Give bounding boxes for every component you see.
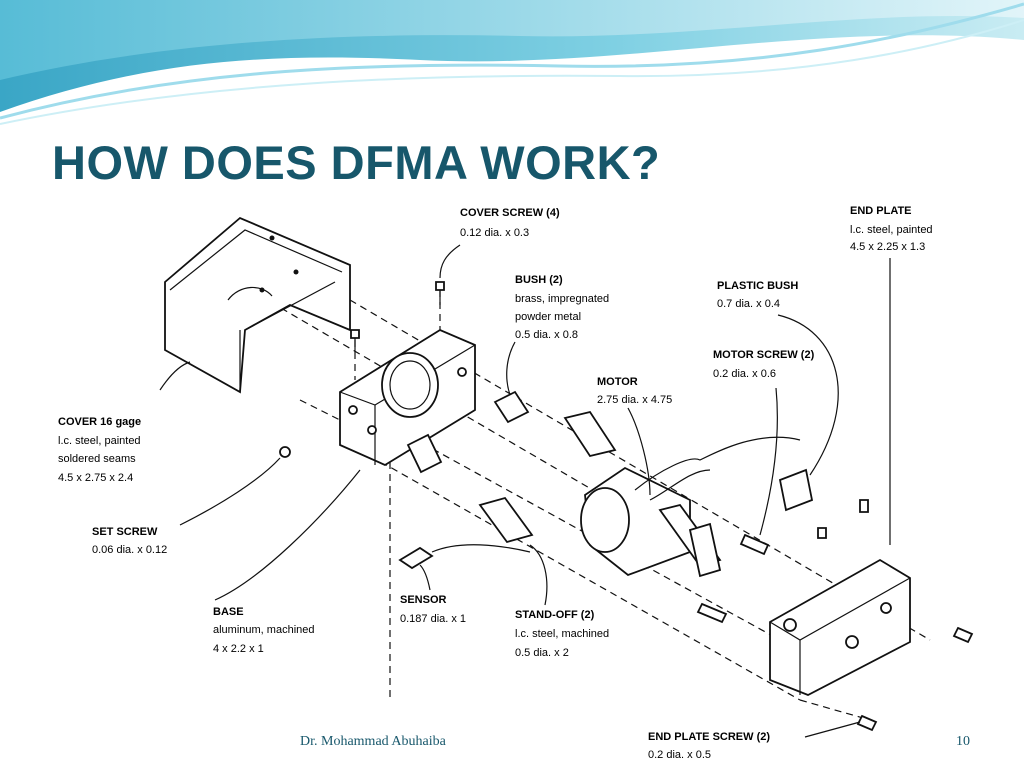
footer-author: Dr. Mohammad Abuhaiba [300, 734, 446, 749]
label-set-screw-line-2: 0.06 dia. x 0.12 [92, 544, 167, 556]
end-plate-part [769, 558, 911, 696]
label-set-screw: SET SCREW 0.06 dia. x 0.12 [92, 526, 167, 556]
label-cover-screw-line-1: COVER SCREW (4) [460, 207, 560, 219]
label-sensor-line-2: 0.187 dia. x 1 [400, 613, 466, 625]
motor-screw-parts [696, 533, 770, 624]
label-standoff: STAND-OFF (2) l.c. steel, machined 0.5 d… [515, 609, 609, 659]
label-motor-screw-line-1: MOTOR SCREW (2) [713, 349, 815, 361]
label-standoff-line-1: STAND-OFF (2) [515, 609, 595, 621]
label-base-line-1: BASE [213, 606, 244, 618]
label-bush-line-4: 0.5 dia. x 0.8 [515, 329, 578, 341]
label-end-plate-line-2: l.c. steel, painted [850, 224, 933, 236]
bush-parts [406, 390, 530, 474]
label-sensor-line-1: SENSOR [400, 594, 447, 606]
label-bush-line-2: brass, impregnated [515, 293, 609, 305]
motor-part [580, 436, 801, 578]
cover-part [164, 216, 351, 394]
label-standoff-line-2: l.c. steel, machined [515, 628, 609, 640]
label-end-plate-line-3: 4.5 x 2.25 x 1.3 [850, 241, 925, 253]
label-end-plate: END PLATE l.c. steel, painted 4.5 x 2.25… [850, 205, 933, 253]
label-set-screw-line-1: SET SCREW [92, 526, 158, 538]
label-bush: BUSH (2) brass, impregnated powder metal… [515, 274, 609, 341]
slide-title: HOW DOES DFMA WORK? [52, 136, 661, 189]
label-standoff-line-3: 0.5 dia. x 2 [515, 647, 569, 659]
label-motor-screw-line-2: 0.2 dia. x 0.6 [713, 368, 776, 380]
label-base-line-3: 4 x 2.2 x 1 [213, 643, 264, 655]
label-cover-line-1: COVER 16 gage [58, 416, 141, 428]
label-cover: COVER 16 gage l.c. steel, painted solder… [58, 416, 141, 484]
label-base-line-2: aluminum, machined [213, 624, 315, 636]
dfma-exploded-assembly-diagram: COVER SCREW (4) 0.12 dia. x 0.3 END PLAT… [58, 205, 974, 761]
page-number: 10 [956, 734, 970, 749]
leader-lines [159, 244, 891, 738]
label-cover-screw-line-2: 0.12 dia. x 0.3 [460, 227, 529, 239]
label-cover-screw: COVER SCREW (4) 0.12 dia. x 0.3 [460, 207, 560, 239]
base-part [339, 328, 476, 467]
label-motor-screw: MOTOR SCREW (2) 0.2 dia. x 0.6 [713, 349, 815, 380]
label-plastic-bush-line-1: PLASTIC BUSH [717, 280, 798, 292]
label-end-plate-screw: END PLATE SCREW (2) 0.2 dia. x 0.5 [648, 731, 770, 761]
plastic-bush-part [778, 468, 814, 512]
label-end-plate-screw-line-1: END PLATE SCREW (2) [648, 731, 770, 743]
sensor-part [398, 546, 434, 570]
set-screw-part [279, 446, 291, 458]
end-plate-screw-parts [817, 499, 974, 732]
label-bush-line-3: powder metal [515, 311, 581, 323]
label-cover-line-4: 4.5 x 2.75 x 2.4 [58, 472, 133, 484]
label-cover-line-2: l.c. steel, painted [58, 435, 141, 447]
cover-screw-parts [350, 281, 445, 352]
label-plastic-bush-line-2: 0.7 dia. x 0.4 [717, 298, 780, 310]
label-plastic-bush: PLASTIC BUSH 0.7 dia. x 0.4 [717, 280, 798, 310]
label-base: BASE aluminum, machined 4 x 2.2 x 1 [213, 606, 315, 655]
label-cover-line-3: soldered seams [58, 453, 136, 465]
header-wave-decoration [0, 0, 1024, 125]
label-end-plate-line-1: END PLATE [850, 205, 912, 217]
label-motor-line-2: 2.75 dia. x 4.75 [597, 394, 672, 406]
label-end-plate-screw-line-2: 0.2 dia. x 0.5 [648, 749, 711, 761]
label-motor: MOTOR 2.75 dia. x 4.75 [597, 376, 672, 406]
standoff-parts [478, 410, 617, 544]
label-sensor: SENSOR 0.187 dia. x 1 [400, 594, 466, 625]
label-motor-line-1: MOTOR [597, 376, 638, 388]
label-bush-line-1: BUSH (2) [515, 274, 563, 286]
